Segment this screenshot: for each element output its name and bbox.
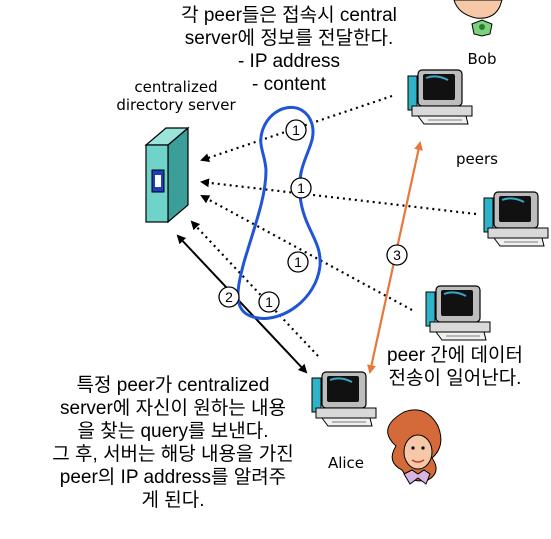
alice-label: Alice: [327, 454, 365, 472]
server-label-line: directory server: [116, 96, 236, 114]
peer-group-outline: [236, 106, 322, 320]
svg-text:1: 1: [265, 294, 273, 310]
server-icon: [144, 126, 190, 224]
computer-icon: [311, 371, 377, 427]
svg-text:2: 2: [225, 289, 233, 305]
step-marker: 1: [287, 251, 309, 273]
server-label-line: centralized: [134, 78, 218, 96]
transfer-note: peer 간에 데이터 전송이 일어난다.: [374, 344, 536, 390]
computer-icon: [425, 285, 491, 341]
top-note-line: - content: [252, 74, 326, 95]
query-note-line: 을 찾는 query를 보낸다.: [77, 421, 269, 442]
person-icon: [387, 409, 442, 485]
transfer-note-line: 전송이 일어난다.: [388, 368, 522, 389]
computer-icon: [483, 191, 549, 247]
top-note-line: server에 정보를 전달한다.: [184, 28, 394, 49]
svg-text:1: 1: [297, 180, 305, 196]
svg-text:1: 1: [292, 122, 300, 138]
svg-text:3: 3: [393, 247, 401, 263]
query-arrow: [176, 234, 308, 374]
peers-label: peers: [456, 150, 498, 168]
server-label: centralized directory server: [96, 78, 256, 114]
top-note: 각 peer들은 접속시 central server에 정보를 전달한다. -…: [148, 4, 430, 96]
query-note: 특정 peer가 centralized server에 자신이 원하는 내용 …: [28, 374, 318, 512]
step-marker: 1: [258, 291, 280, 313]
bob-label: Bob: [467, 50, 497, 68]
step-marker: 2: [218, 286, 240, 308]
query-note-line: 그 후, 서버는 해당 내용을 가진: [52, 444, 294, 465]
svg-text:1: 1: [294, 254, 302, 270]
query-note-line: 게 된다.: [141, 490, 205, 511]
query-note-line: 특정 peer가 centralized: [76, 375, 270, 396]
transfer-note-line: peer 간에 데이터: [387, 345, 523, 366]
query-note-line: peer의 IP address를 알려주: [59, 467, 287, 488]
person-icon: [453, 0, 503, 37]
step-marker: 1: [290, 177, 312, 199]
top-note-line: 각 peer들은 접속시 central: [181, 5, 397, 26]
step-marker: 1: [285, 119, 307, 141]
top-note-line: - IP address: [237, 51, 341, 72]
step-marker: 3: [386, 244, 408, 266]
query-note-line: server에 자신이 원하는 내용: [60, 398, 286, 419]
